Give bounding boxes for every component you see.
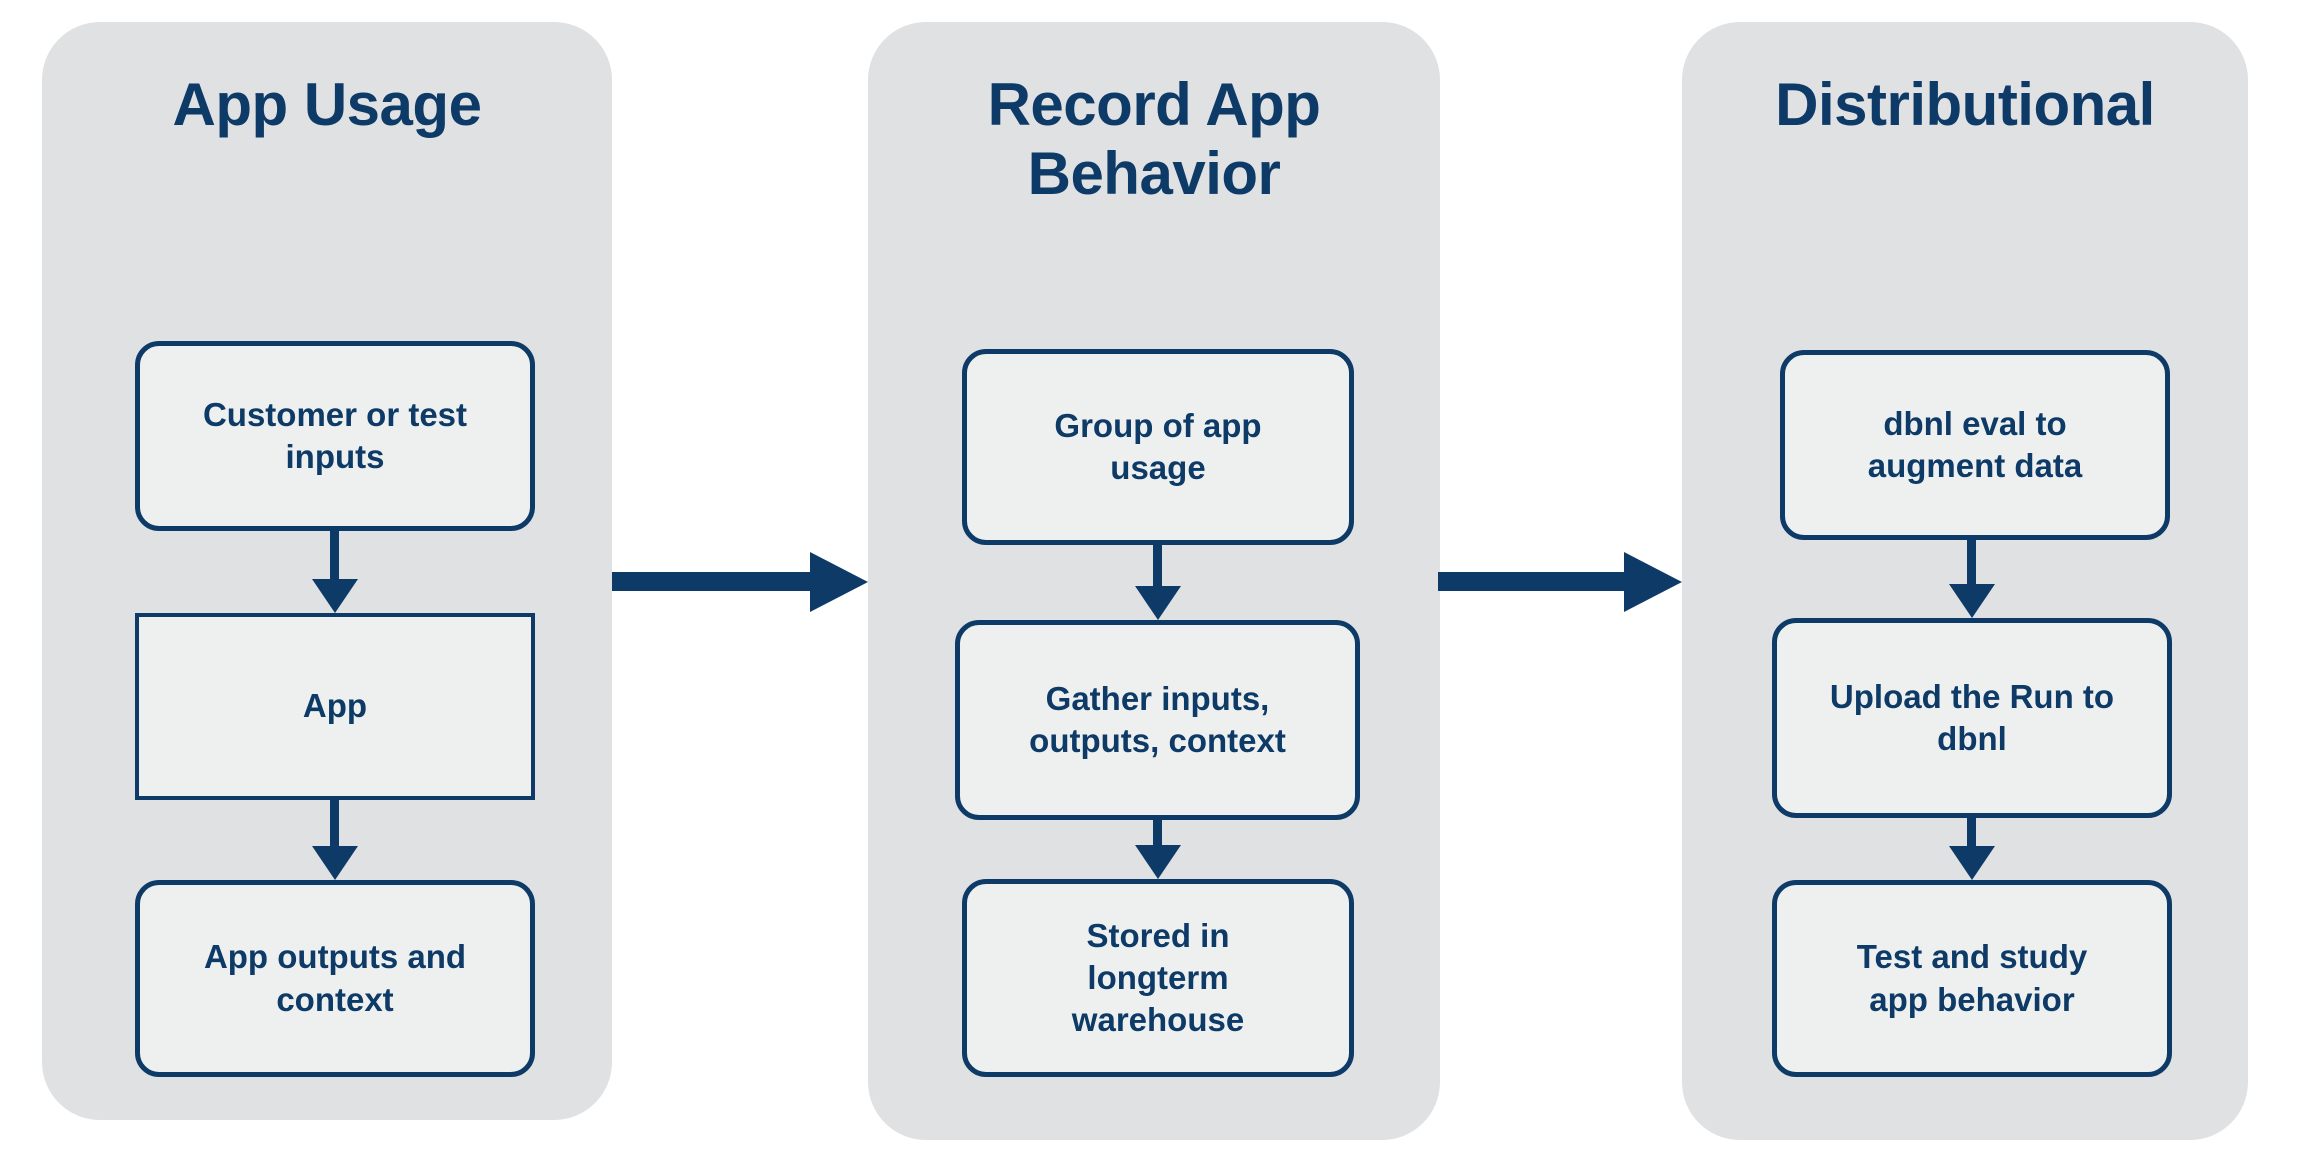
node-stored-in-longterm-warehouse[interactable]: Stored in longterm warehouse bbox=[962, 879, 1354, 1077]
connector-shaft bbox=[612, 572, 818, 591]
arrowhead-down-icon bbox=[1949, 584, 1995, 618]
node-customer-or-test-inputs[interactable]: Customer or test inputs bbox=[135, 341, 535, 531]
node-dbnl-eval-to-augment-data[interactable]: dbnl eval to augment data bbox=[1780, 350, 2170, 540]
panel-title-record-app-behavior: Record App Behavior bbox=[987, 71, 1321, 207]
node-gather-inputs-outputs-context[interactable]: Gather inputs, outputs, context bbox=[955, 620, 1360, 820]
node-label-group-of-app-usage: Group of app usage bbox=[1054, 406, 1262, 486]
node-label-test-and-study-app-behavior: Test and study app behavior bbox=[1856, 938, 2088, 1018]
arrowhead-down-icon bbox=[312, 846, 358, 880]
connector-shaft bbox=[1153, 545, 1162, 586]
connector-app-usage-to-record-app-behavior bbox=[612, 552, 868, 612]
node-upload-the-run-to-dbnl[interactable]: Upload the Run to dbnl bbox=[1772, 618, 2172, 818]
panel-title-app-usage: App Usage bbox=[172, 71, 482, 138]
connector-record-app-behavior-to-distributional bbox=[1438, 552, 1682, 612]
node-label-stored-in-longterm-warehouse: Stored in longterm warehouse bbox=[1071, 916, 1245, 1039]
connector-shaft bbox=[1967, 818, 1976, 846]
arrowhead-down-icon bbox=[312, 579, 358, 613]
node-group-of-app-usage[interactable]: Group of app usage bbox=[962, 349, 1354, 545]
connector-shaft bbox=[1438, 572, 1632, 591]
connector-gather-to-stored bbox=[1135, 820, 1181, 879]
connector-dbnl-eval-to-upload-run bbox=[1949, 540, 1995, 618]
node-label-app: App bbox=[302, 687, 368, 725]
arrowhead-down-icon bbox=[1135, 845, 1181, 879]
node-label-app-outputs-and-context: App outputs and context bbox=[203, 938, 467, 1018]
node-app-outputs-and-context[interactable]: App outputs and context bbox=[135, 880, 535, 1077]
connector-upload-run-to-test-study bbox=[1949, 818, 1995, 880]
connector-shaft bbox=[330, 800, 339, 846]
connector-app-to-app-outputs bbox=[312, 800, 358, 880]
node-label-upload-the-run-to-dbnl: Upload the Run to dbnl bbox=[1829, 677, 2115, 757]
node-label-dbnl-eval-to-augment-data: dbnl eval to augment data bbox=[1867, 404, 2083, 484]
connector-customer-inputs-to-app bbox=[312, 531, 358, 613]
node-test-and-study-app-behavior[interactable]: Test and study app behavior bbox=[1772, 880, 2172, 1077]
connector-shaft bbox=[330, 531, 339, 579]
connector-group-usage-to-gather bbox=[1135, 545, 1181, 620]
arrowhead-right-icon bbox=[810, 552, 868, 612]
node-label-gather-inputs-outputs-context: Gather inputs, outputs, context bbox=[1029, 679, 1286, 759]
arrowhead-down-icon bbox=[1949, 846, 1995, 880]
arrowhead-right-icon bbox=[1624, 552, 1682, 612]
node-app[interactable]: App bbox=[135, 613, 535, 800]
node-label-customer-or-test-inputs: Customer or test inputs bbox=[202, 395, 468, 475]
arrowhead-down-icon bbox=[1135, 586, 1181, 620]
connector-shaft bbox=[1967, 540, 1976, 584]
panel-title-distributional: Distributional bbox=[1775, 71, 2155, 138]
connector-shaft bbox=[1153, 820, 1162, 845]
